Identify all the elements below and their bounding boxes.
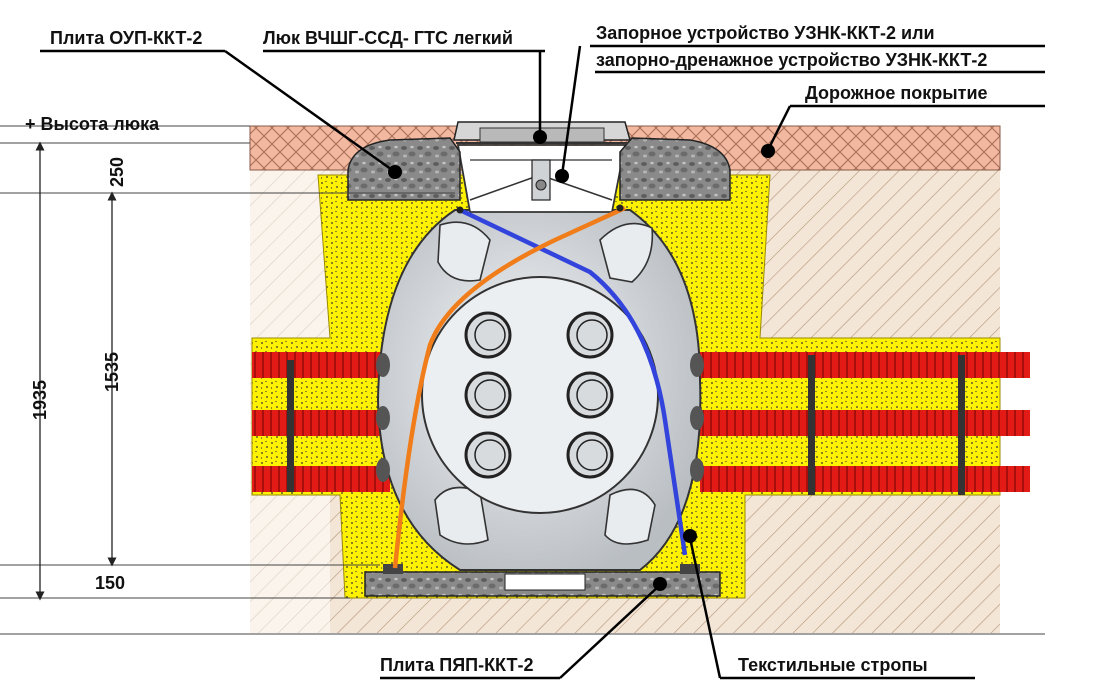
pipe bbox=[252, 352, 390, 378]
label-plate-bottom: Плита ПЯП-ККТ-2 bbox=[380, 655, 534, 675]
label-plate-top: Плита ОУП-ККТ-2 bbox=[50, 28, 202, 48]
dim-top: 250 bbox=[107, 157, 127, 187]
pipe-clamp bbox=[808, 355, 815, 495]
sling-anchor bbox=[456, 206, 464, 214]
pipe bbox=[700, 466, 1030, 492]
label-road: Дорожное покрытие bbox=[805, 83, 988, 103]
label-lock-line1: Запорное устройство УЗНК-ККТ-2 или bbox=[596, 23, 935, 43]
locking-device bbox=[531, 159, 551, 201]
pipes-left bbox=[252, 352, 390, 492]
pipe-clamp bbox=[287, 360, 294, 492]
label-hatch-height: + Высота люка bbox=[25, 114, 160, 134]
pipe bbox=[252, 410, 390, 436]
label-slings: Текстильные стропы bbox=[738, 655, 928, 675]
knockout-holes bbox=[464, 311, 614, 479]
top-plate-left bbox=[347, 137, 461, 201]
top-plate-right bbox=[619, 137, 731, 201]
leader-lines bbox=[40, 44, 1045, 680]
sling-orange bbox=[392, 205, 626, 569]
well-body bbox=[376, 209, 704, 571]
pipe bbox=[700, 352, 1030, 378]
sling-anchor bbox=[616, 204, 624, 212]
dim-total: 1935 bbox=[30, 380, 50, 420]
pipe-clamp bbox=[958, 355, 965, 495]
dim-middle: 1535 bbox=[102, 352, 122, 392]
bottom-plate bbox=[364, 564, 721, 597]
dim-bottom: 150 bbox=[95, 573, 125, 593]
label-lock-line2: запорно-дренажное устройство УЗНК-ККТ-2 bbox=[596, 50, 987, 70]
pipe bbox=[700, 410, 1030, 436]
pipe bbox=[252, 466, 390, 492]
sling-blue bbox=[459, 207, 688, 556]
label-hatch: Люк ВЧШГ-ССД- ГТС легкий bbox=[263, 28, 513, 48]
leader-dots bbox=[388, 130, 775, 591]
dimension-arrows bbox=[35, 141, 117, 601]
pipes-right bbox=[700, 352, 1030, 495]
